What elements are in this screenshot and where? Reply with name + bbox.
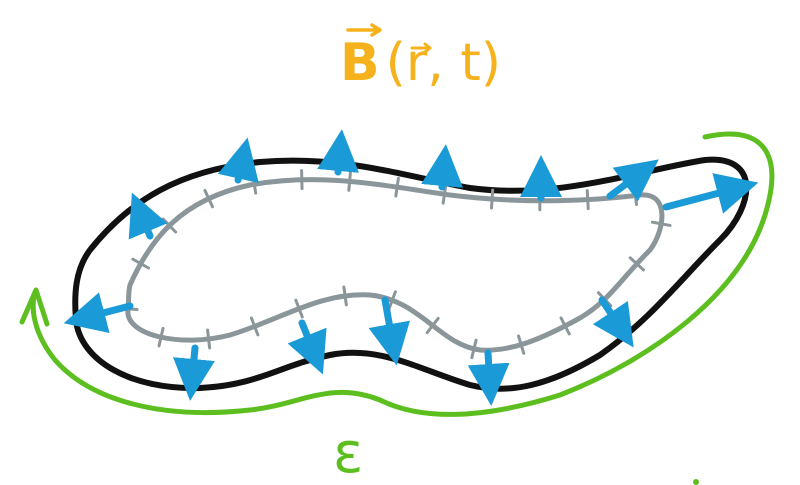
normal-arrow-icon xyxy=(662,173,759,214)
normal-arrow-icon xyxy=(606,159,659,202)
stray-dot xyxy=(693,479,699,485)
circulation-arrowhead-icon xyxy=(19,287,50,327)
normal-arrow-icon xyxy=(217,137,259,184)
tick-mark xyxy=(294,298,304,319)
tick-mark xyxy=(342,285,348,307)
normal-arrow-icon xyxy=(317,129,360,176)
tick-mark xyxy=(131,257,150,270)
vector-arrow-icon xyxy=(346,23,382,37)
tick-mark xyxy=(394,176,400,198)
tick-mark xyxy=(425,316,440,335)
tick-mark xyxy=(489,188,495,210)
normal-arrow-icon xyxy=(128,192,168,240)
tick-mark xyxy=(517,334,526,355)
tick-mark xyxy=(585,189,590,211)
normal-arrow-icon xyxy=(63,292,134,334)
tick-mark xyxy=(628,256,645,272)
tick-mark xyxy=(249,316,260,337)
circulation-arc xyxy=(30,131,775,417)
tick-mark xyxy=(206,328,212,350)
tick-mark xyxy=(387,290,397,311)
loop-tick-marks xyxy=(117,169,672,360)
inner-loop xyxy=(125,177,665,353)
emf-label: ε xyxy=(333,421,363,485)
normal-arrow-icon xyxy=(421,144,464,191)
tick-mark xyxy=(650,220,672,227)
tick-mark xyxy=(632,185,638,206)
tick-mark xyxy=(470,338,478,360)
field-label-text: B(r, t) xyxy=(340,33,501,93)
tick-mark xyxy=(559,316,571,336)
tick-mark xyxy=(157,326,165,348)
normal-arrow-icon xyxy=(592,296,634,348)
tick-mark xyxy=(347,170,352,192)
normal-arrow-icon xyxy=(287,319,327,375)
normal-arrow-icon xyxy=(368,296,411,366)
normal-arrow-icon xyxy=(467,349,510,406)
tick-mark xyxy=(251,173,258,195)
tick-mark xyxy=(441,183,448,205)
normal-arrow-icon xyxy=(173,344,215,401)
normal-arrows xyxy=(63,129,759,406)
r-vector-arrow-icon xyxy=(410,42,432,54)
field-label: B(r, t) xyxy=(340,23,501,93)
tick-mark xyxy=(203,188,214,209)
